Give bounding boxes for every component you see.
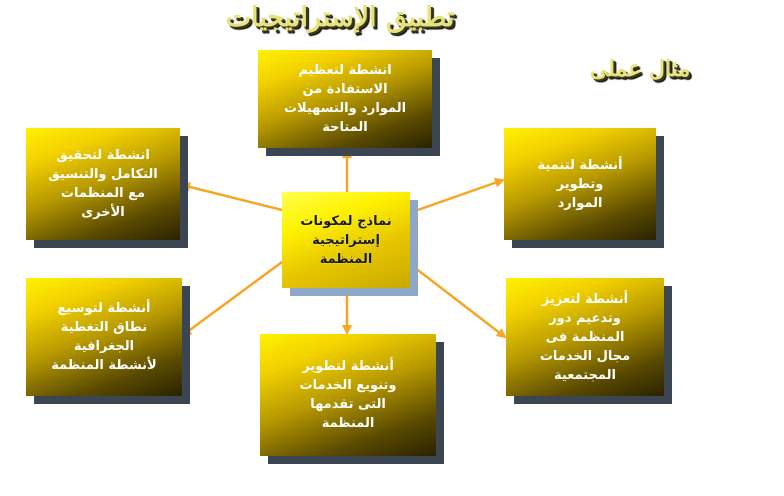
- box-upper-right-text: أنشطة لتنمية وتطوير الموارد: [537, 157, 623, 211]
- box-upper-left: انشطة لتحقيق التكامل والتنسيق مع المنظما…: [26, 128, 180, 240]
- box-bottom: أنشطة لتطوير وتنويع الخدمات التى تقدمها …: [260, 334, 436, 456]
- box-bottom-text: أنشطة لتطوير وتنويع الخدمات التى تقدمها …: [299, 359, 397, 431]
- arrow-to-upper-left: [180, 182, 283, 212]
- arrow-to-lower-left: [181, 260, 283, 337]
- diagram-subtitle: مثال عملى: [589, 56, 691, 82]
- box-top-text: انشطة لتعظيم الاستفادة من الموارد والتسه…: [283, 63, 407, 135]
- box-top: انشطة لتعظيم الاستفادة من الموارد والتسه…: [258, 50, 432, 148]
- box-upper-left-text: انشطة لتحقيق التكامل والتنسيق مع المنظما…: [48, 148, 158, 220]
- arrow-to-lower-right: [409, 263, 507, 339]
- box-lower-right-text: أنشطة لتعزيز وتدعيم دور المنظمة فى مجال …: [539, 291, 631, 383]
- box-lower-right: أنشطة لتعزيز وتدعيم دور المنظمة فى مجال …: [506, 278, 664, 396]
- arrow-to-upper-right: [411, 177, 505, 214]
- diagram-title: تطبيق الإستراتيجيات: [225, 2, 455, 33]
- box-lower-left: أنشطة لتوسيع نطاق التغطية الجغرافية لأنش…: [26, 278, 182, 396]
- box-center: نماذج لمكونات إستراتيجية المنظمة: [282, 192, 410, 288]
- box-lower-left-text: أنشطة لتوسيع نطاق التغطية الجغرافية لأنش…: [51, 301, 157, 373]
- box-upper-right: أنشطة لتنمية وتطوير الموارد: [504, 128, 656, 240]
- box-center-text: نماذج لمكونات إستراتيجية المنظمة: [300, 213, 392, 267]
